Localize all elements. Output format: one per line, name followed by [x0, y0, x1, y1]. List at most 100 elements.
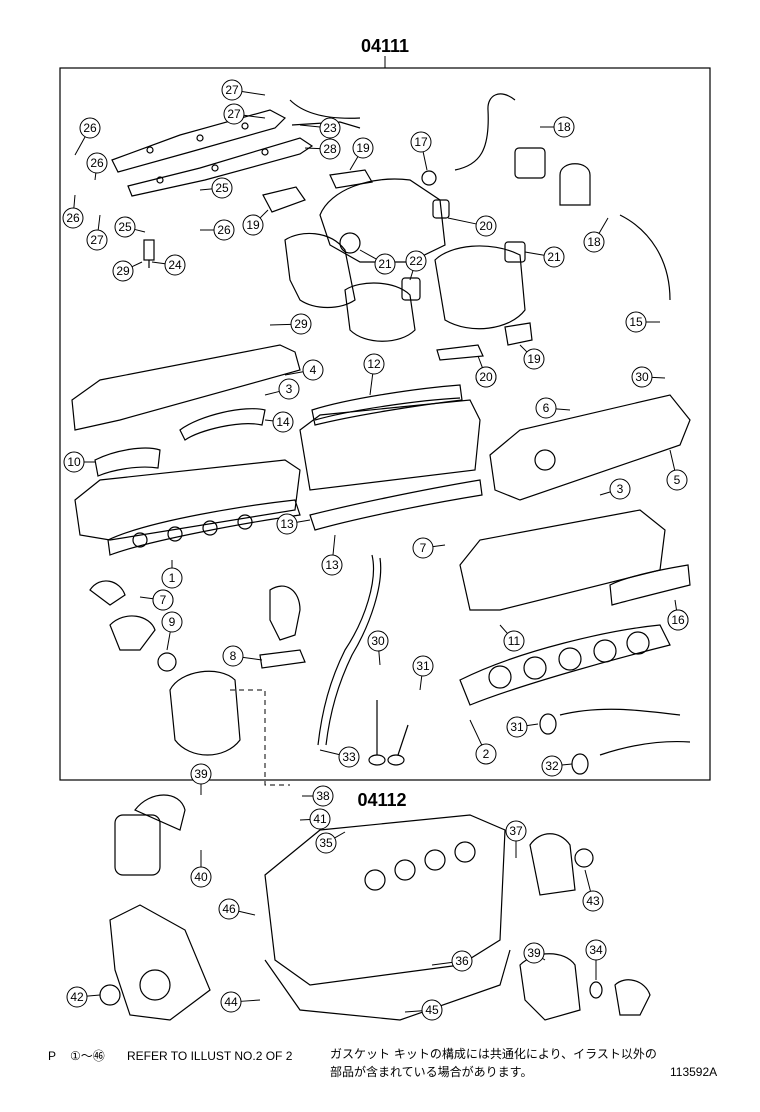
callout-number: 14: [276, 415, 290, 429]
callout-43: 43: [582, 869, 604, 912]
callout-number: 44: [224, 995, 238, 1009]
callout-5: 5: [666, 449, 688, 491]
callout-number: 29: [294, 317, 308, 331]
callout-number: 41: [313, 812, 327, 826]
callout-number: 3: [617, 482, 624, 496]
callout-number: 36: [455, 954, 469, 968]
callout-number: 20: [479, 370, 493, 384]
callout-19: 19: [519, 344, 545, 370]
callout-number: 27: [227, 107, 241, 121]
callout-8: 8: [222, 645, 263, 667]
callout-22: 22: [405, 250, 427, 281]
callout-number: 28: [323, 142, 337, 156]
callout-number: 39: [194, 767, 208, 781]
callout-41: 41: [299, 808, 331, 830]
callout-number: 11: [508, 634, 521, 648]
callout-number: 34: [589, 943, 603, 957]
callout-number: 13: [325, 558, 339, 572]
callout-3: 3: [264, 378, 300, 400]
callout-number: 21: [547, 250, 561, 264]
callout-number: 29: [116, 264, 130, 278]
callout-25: 25: [199, 177, 233, 199]
callout-40: 40: [190, 850, 212, 888]
callout-number: 42: [70, 990, 84, 1004]
callout-number: 22: [409, 254, 423, 268]
callout-36: 36: [431, 950, 473, 972]
callout-1: 1: [161, 560, 183, 589]
callout-11: 11: [499, 624, 525, 652]
callout-number: 30: [371, 634, 385, 648]
callout-39: 39: [190, 763, 212, 795]
callout-number: 26: [83, 121, 97, 135]
callout-number: 23: [323, 121, 337, 135]
callout-20: 20: [447, 215, 497, 237]
callout-29: 29: [112, 260, 143, 282]
callout-number: 38: [316, 789, 330, 803]
callout-10: 10: [63, 451, 95, 473]
callout-30: 30: [631, 366, 666, 388]
callout-18: 18: [540, 116, 575, 138]
callout-15: 15: [625, 311, 660, 333]
callout-number: 26: [66, 211, 80, 225]
callout-number: 32: [545, 759, 559, 773]
callout-4: 4: [284, 359, 324, 381]
callout-3: 3: [599, 478, 631, 500]
callout-44: 44: [220, 991, 261, 1013]
callout-39: 39: [523, 942, 546, 964]
callout-number: 12: [367, 357, 381, 371]
callout-number: 39: [527, 946, 541, 960]
callout-number: 30: [635, 370, 649, 384]
callout-21: 21: [524, 246, 565, 268]
footer-note-line1: ガスケット キットの構成には共通化により、イラスト以外の: [330, 1047, 657, 1061]
callout-number: 17: [414, 135, 428, 149]
callout-number: 4: [310, 363, 317, 377]
callout-7: 7: [412, 537, 446, 559]
callout-number: 46: [222, 902, 236, 916]
callout-number: 19: [246, 218, 260, 232]
callout-number: 15: [629, 315, 643, 329]
callout-28: 28: [304, 138, 341, 160]
callout-26: 26: [200, 219, 235, 241]
callout-number: 31: [510, 720, 524, 734]
callout-30: 30: [367, 630, 389, 666]
callout-23: 23: [299, 117, 341, 139]
callout-26: 26: [74, 117, 101, 156]
callout-24: 24: [151, 254, 186, 276]
callout-number: 45: [425, 1003, 439, 1017]
callout-35: 35: [315, 831, 346, 854]
illustration-code: 113592A: [670, 1065, 718, 1079]
callout-number: 27: [90, 233, 104, 247]
callout-29: 29: [269, 313, 312, 335]
callout-number: 2: [483, 747, 490, 761]
callout-number: 1: [169, 571, 176, 585]
callout-38: 38: [302, 785, 334, 807]
callout-number: 27: [225, 83, 239, 97]
kit-number-upper: 04111: [361, 36, 409, 56]
callout-number: 25: [118, 220, 132, 234]
callout-number: 3: [286, 382, 293, 396]
callout-17: 17: [410, 131, 432, 171]
callout-number: 21: [378, 257, 392, 271]
callout-45: 45: [404, 999, 443, 1021]
callout-2: 2: [469, 719, 497, 765]
callout-37: 37: [505, 820, 527, 858]
part-drawings: [71, 93, 691, 1021]
callout-26: 26: [62, 194, 84, 229]
callout-number: 18: [557, 120, 571, 134]
callout-number: 43: [586, 894, 600, 908]
callout-number: 10: [67, 455, 81, 469]
callout-number: 5: [674, 473, 681, 487]
callout-number: 16: [671, 613, 685, 627]
callout-number: 7: [420, 541, 427, 555]
footer-note-line2: 部品が含まれている場合があります。: [330, 1065, 533, 1079]
callout-number: 37: [509, 824, 523, 838]
callout-27: 27: [221, 79, 266, 101]
callout-layer: 1233456777891011121313141515161718181919…: [62, 79, 689, 1021]
callout-7: 7: [152, 589, 174, 611]
callout-9: 9: [161, 611, 183, 651]
kit-boundary-upper: [59, 67, 711, 781]
footer-range: ①～㊻: [70, 1049, 105, 1063]
callout-34: 34: [585, 939, 607, 980]
callout-number: 19: [527, 352, 541, 366]
